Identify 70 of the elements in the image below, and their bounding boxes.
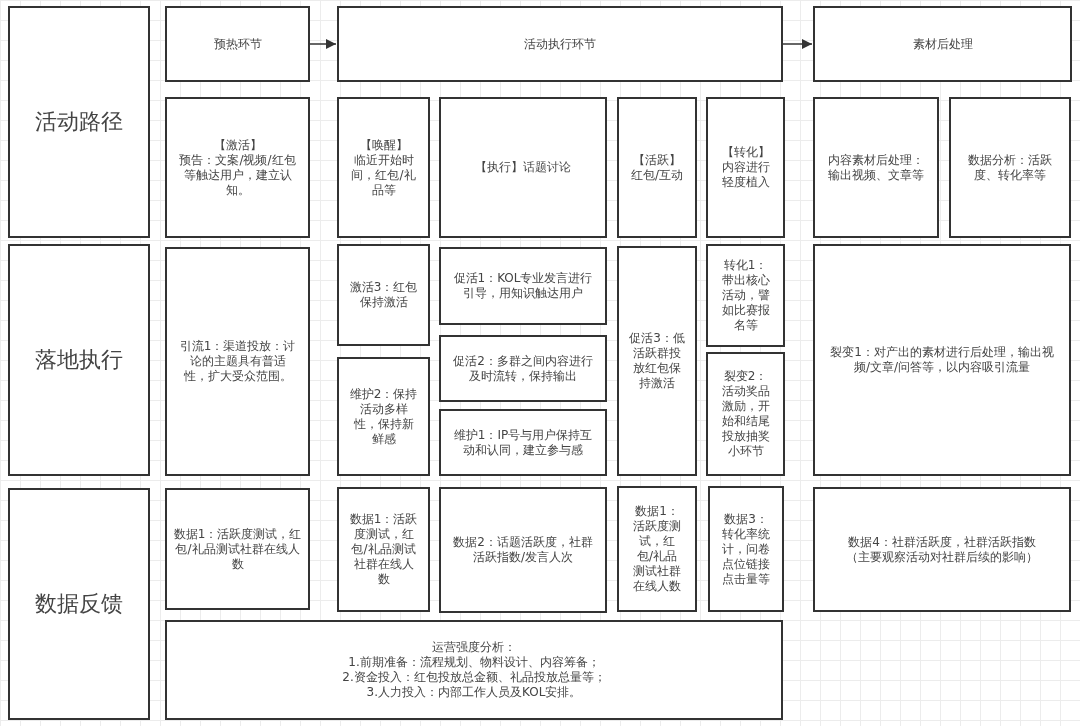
box-heading: 【活跃】 [633,152,681,168]
step-box [439,487,607,613]
step-box [813,244,1071,476]
box-text: 数据1：活跃度测试，红包/礼品测试社群在线人数 [173,526,302,572]
box-text: 数据分析：活跃度、转化率等 [967,152,1053,183]
row-header-box [8,488,150,720]
box-text: （主要观察活动对社群后续的影响） [846,549,1038,565]
step-box [337,244,430,346]
step-box [706,352,785,476]
box-heading: 数据4：社群活跃度，社群活跃指数 [848,534,1036,550]
box-text: 素材后处理 [912,36,973,52]
box-text: 红包/互动 [630,167,683,183]
step-box [813,97,939,238]
arrow [309,38,337,50]
step-box [617,97,697,238]
box-text: 【执行】话题讨论 [475,160,571,175]
step-box [337,357,430,476]
box-text: 维护2：保持活动多样性，保持新鲜感 [349,386,418,447]
box-text: 3.人力投入：内部工作人员及KOL安排。 [366,685,582,700]
step-box [813,487,1071,612]
step-box [439,335,607,402]
row-header: 数据反馈 [35,590,123,618]
step-box [337,97,430,238]
step-box [165,620,783,720]
step-box [337,487,430,612]
arrow [782,38,813,50]
step-box [706,97,785,238]
box-heading: 【唤醒】 [359,137,408,153]
box-text: 促活2：多群之间内容进行及时流转，保持输出 [453,353,593,384]
step-box [165,247,310,476]
box-text: 促活1：KOL专业发言进行引导，用知识触达用户 [453,271,593,301]
row-header-box [8,6,150,238]
box-text: 内容素材后处理：输出视频、文章等 [827,152,925,183]
step-box [949,97,1071,238]
stage-box [337,6,783,82]
box-text: 2.资金投入：红包投放总金额、礼品投放总量等； [342,670,606,685]
stage-box [813,6,1072,82]
box-text: 数据3：转化率统计，问卷点位链接点击量等 [722,511,770,587]
box-text: 数据1：活跃度测试，红包/礼品测试社群在线人数 [349,512,418,587]
box-text: 活动执行环节 [524,36,596,52]
box-text: 数据1：活跃度测试，红包/礼品测试社群在线人数 [632,504,682,594]
box-text: 激活3：红包保持激活 [349,280,418,310]
box-text: 裂变2：活动奖品激励，开始和结尾投放抽奖小环节 [720,369,771,459]
box-heading: 【转化】 [721,145,770,160]
box-text: 维护1：IP号与用户保持互动和认同，建立参与感 [453,427,593,458]
step-box [706,244,785,347]
box-text: 数据2：话题活跃度，社群活跃指数/发言人次 [453,535,593,565]
box-heading: 【激活】 [213,137,262,153]
box-text: 引流1：渠道投放：讨论的主题具有普适性，扩大受众范围。 [179,339,296,384]
step-box [617,486,697,612]
box-heading: 运营强度分析： [432,640,516,655]
step-box [439,409,607,476]
step-box [617,246,697,476]
step-box [708,486,784,612]
box-text: 内容进行轻度植入 [720,160,771,190]
row-header: 活动路径 [35,108,123,136]
stage-box [165,6,310,82]
box-text: 预热环节 [213,36,262,52]
row-header: 落地执行 [35,346,123,374]
step-box [439,97,607,238]
box-text: 预告：文案/视频/红包等触达用户，建立认知。 [179,152,296,198]
box-text: 裂变1：对产出的素材进行后处理，输出视频/文章/问答等，以内容吸引流量 [829,345,1055,375]
box-text: 1.前期准备：流程规划、物料设计、内容筹备； [348,655,600,670]
box-text: 临近开始时间，红包/礼品等 [350,152,417,198]
step-box [165,488,310,610]
step-box [439,247,607,325]
step-box [165,97,310,238]
box-text: 转化1：带出核心活动，譬如比赛报名等 [720,258,771,333]
row-header-box [8,244,150,476]
box-text: 促活3：低活跃群投放红包保持激活 [629,331,685,391]
